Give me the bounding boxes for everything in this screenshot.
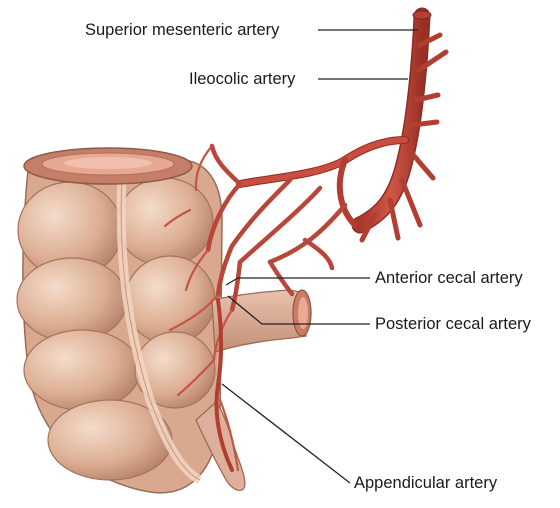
label-superior-mesenteric-artery: Superior mesenteric artery bbox=[85, 21, 280, 39]
leader-posterior-cecal bbox=[227, 295, 370, 325]
leader-appendicular bbox=[221, 383, 351, 484]
terminal-ileum bbox=[211, 289, 312, 353]
leader-anterior-cecal bbox=[225, 277, 370, 286]
ascending-colon bbox=[16, 147, 223, 494]
label-ileocolic-artery: Ileocolic artery bbox=[189, 70, 296, 88]
arterial-tree bbox=[163, 7, 449, 472]
label-posterior-cecal-artery: Posterior cecal artery bbox=[375, 315, 531, 333]
leader-lines bbox=[221, 29, 418, 484]
label-anterior-cecal-artery: Anterior cecal artery bbox=[375, 269, 523, 287]
label-appendicular-artery: Appendicular artery bbox=[354, 474, 498, 492]
